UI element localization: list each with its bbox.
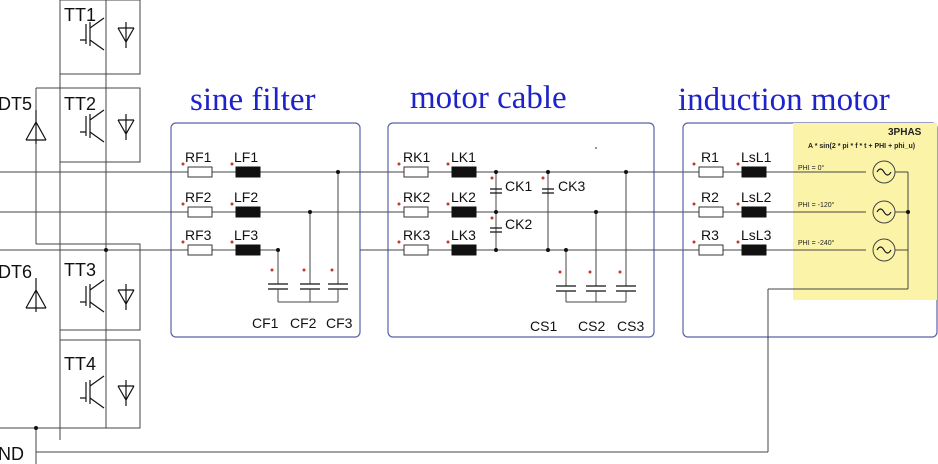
inductor-label: LK2 — [451, 189, 476, 205]
capacitor-label: CK1 — [505, 178, 532, 194]
igbt-symbols — [80, 17, 135, 409]
inductor-label: LF3 — [234, 227, 258, 243]
motor-cable-block: RK1 RK2 RK3 LK1 LK2 LK3 CK1 CK2 CK3 CS1 … — [360, 122, 685, 338]
capacitor-label: CF1 — [252, 315, 279, 331]
resistor-label: R3 — [701, 227, 719, 243]
capacitor-label: CS2 — [578, 318, 605, 334]
resistor-label: RK1 — [403, 149, 430, 165]
induction-motor-block: R1 R2 R3 LsL1 LsL2 LsL3 3PHAS A * sin(2 … — [36, 122, 938, 453]
section-title-sine-filter: sine filter — [190, 82, 316, 118]
capacitor-label: CF2 — [290, 315, 317, 331]
capacitor-label: CS1 — [530, 318, 557, 334]
inductor-label: LK1 — [451, 149, 476, 165]
resistor-label: RF1 — [185, 149, 212, 165]
resistor-label: RF2 — [185, 189, 212, 205]
inverter-bridge: TT1 TT2 TT3 TT4 DT5 DT6 ND — [0, 0, 170, 464]
section-title-induction-motor: induction motor — [678, 82, 890, 118]
capacitor-label: CF3 — [326, 315, 353, 331]
inductor-label: LF1 — [234, 149, 258, 165]
switch-label: TT1 — [64, 5, 96, 25]
resistor-label: R1 — [701, 149, 719, 165]
switch-label: TT4 — [64, 354, 96, 374]
sine-filter-block: RF1 RF2 RF3 LF1 LF2 LF3 CF1 CF2 CF3 — [106, 122, 390, 338]
diode-dt5-symbol — [25, 110, 47, 144]
inductor-label: LsL2 — [741, 189, 772, 205]
inductor-label: LF2 — [234, 189, 258, 205]
switch-label: TT2 — [64, 94, 96, 114]
source-title: 3PHAS — [888, 127, 922, 138]
diode-dt6-symbol — [25, 278, 47, 312]
inductor-label: LsL3 — [741, 227, 772, 243]
switch-label: TT3 — [64, 260, 96, 280]
section-title-motor-cable: motor cable — [410, 80, 567, 116]
resistor-label: R2 — [701, 189, 719, 205]
phase-label: PHI = -120° — [798, 201, 835, 209]
capacitor-label: CS3 — [617, 318, 644, 334]
diode-label: DT6 — [0, 262, 32, 282]
source-formula: A * sin(2 * pi * f * t + PHI + phi_u) — [808, 143, 915, 150]
resistor-label: RK3 — [403, 227, 430, 243]
phase-label: PHI = -240° — [798, 239, 835, 247]
capacitor-label: CK2 — [505, 216, 532, 232]
resistor-label: RF3 — [185, 227, 212, 243]
diode-label: DT5 — [0, 94, 32, 114]
resistor-label: RK2 — [403, 189, 430, 205]
ground-label: ND — [0, 444, 24, 464]
phase-label: PHI = 0° — [798, 164, 825, 172]
capacitor-label: CK3 — [558, 178, 585, 194]
inductor-label: LK3 — [451, 227, 476, 243]
inductor-label: LsL1 — [741, 149, 772, 165]
